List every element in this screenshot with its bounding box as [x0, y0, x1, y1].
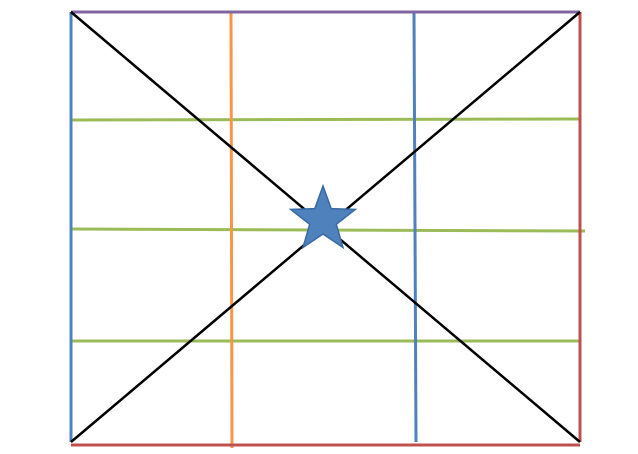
diagram-shapes: [69, 10, 586, 449]
vertical-grid-line-blue: [412, 11, 418, 443]
horizontal-grid-line-1: [71, 117, 581, 122]
vertical-grid-line-orange: [229, 11, 234, 449]
star-icon: [288, 183, 358, 250]
